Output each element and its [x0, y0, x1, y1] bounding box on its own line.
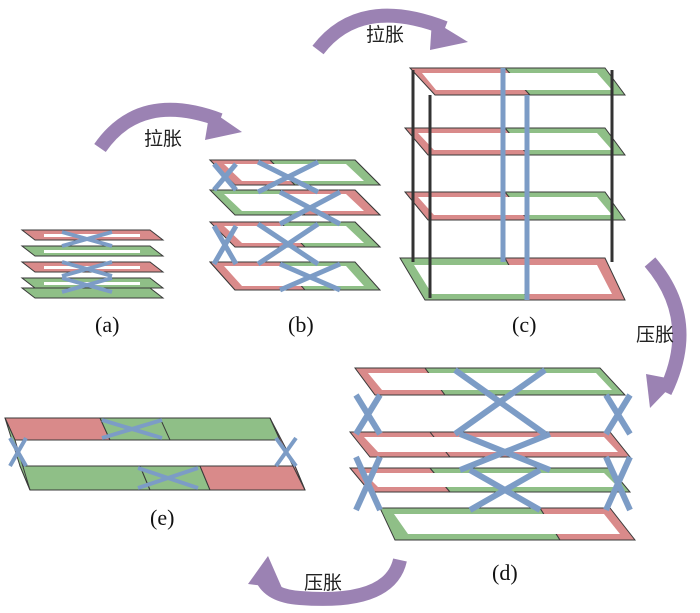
curved-arrow-icon — [646, 374, 677, 408]
curved-arrow-icon — [205, 110, 242, 140]
arrow-a-to-b — [94, 102, 242, 153]
panel-label-d: (d) — [492, 560, 518, 585]
panel-d-structure — [348, 367, 637, 541]
panel-b-links — [211, 159, 342, 293]
panel-a-links — [61, 230, 113, 294]
arrow-label-a-to-b: 拉胀 — [144, 128, 183, 150]
arrow-c-to-d — [644, 257, 687, 408]
curved-arrow-icon — [248, 556, 282, 588]
panel-e-structure — [4, 417, 306, 491]
panel-c-posts — [500, 68, 530, 300]
arrow-d-to-e — [248, 556, 407, 606]
panel-a-structure — [20, 229, 165, 299]
panel-e-links — [8, 418, 298, 490]
panel-d-links — [353, 367, 633, 513]
panel-label-e: (e) — [150, 505, 175, 530]
arrow-label-c-to-d: 压胀 — [636, 324, 675, 346]
arrow-label-b-to-c: 拉胀 — [366, 24, 405, 46]
panel-c-structure — [399, 67, 626, 301]
panel-label-c: (c) — [512, 312, 537, 337]
arrow-b-to-c — [312, 8, 468, 55]
panel-b-structure — [208, 159, 382, 293]
curved-arrow-icon — [430, 20, 468, 50]
panel-label-a: (a) — [95, 312, 120, 337]
panel-label-b: (b) — [288, 312, 314, 337]
arrow-label-d-to-e: 压胀 — [304, 572, 343, 594]
